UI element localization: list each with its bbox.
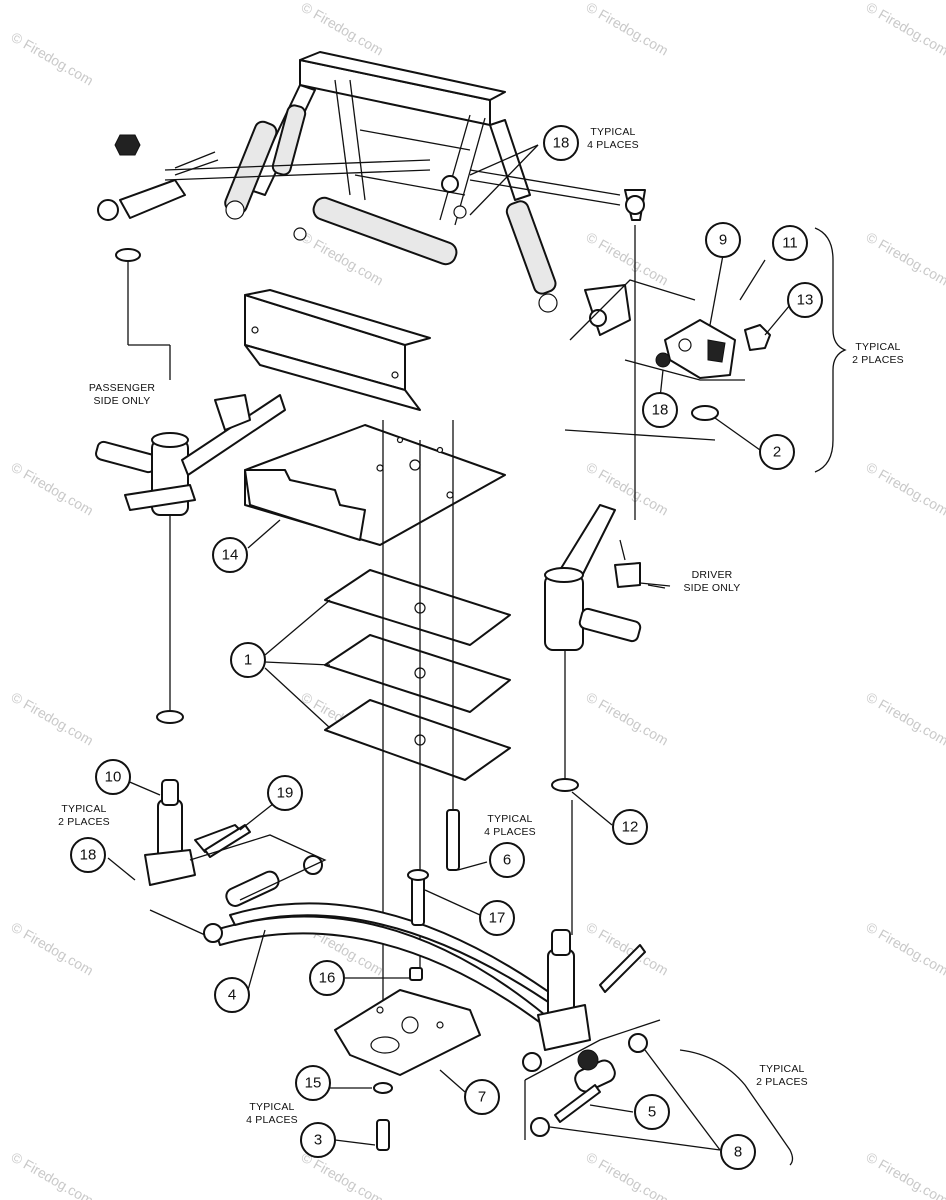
callout-label: 5 bbox=[648, 1104, 656, 1121]
bottom-plate-7 bbox=[334, 967, 481, 1151]
watermark: © Firedog.com bbox=[9, 919, 97, 979]
watermark: © Firedog.com bbox=[584, 0, 672, 59]
note-line: TYPICAL bbox=[487, 813, 532, 825]
typical-2-places-brace-bottom bbox=[679, 1049, 794, 1166]
shim-plate-14 bbox=[244, 424, 506, 546]
callout-8: 8 bbox=[720, 1134, 756, 1170]
note-line: 2 PLACES bbox=[852, 354, 904, 366]
note-line: 4 PLACES bbox=[484, 826, 536, 838]
callout-label: 6 bbox=[503, 852, 511, 869]
bolts bbox=[204, 809, 460, 926]
callout-label: 10 bbox=[105, 769, 122, 786]
callout-label: 12 bbox=[622, 819, 639, 836]
callout-label: 8 bbox=[734, 1144, 742, 1161]
callout-label: 3 bbox=[314, 1132, 322, 1149]
callout-6: 6 bbox=[489, 842, 525, 878]
callout-9: 9 bbox=[705, 222, 741, 258]
callout-12: 12 bbox=[612, 809, 648, 845]
callout-10: 10 bbox=[95, 759, 131, 795]
callout-label: 1 bbox=[244, 652, 252, 669]
watermark: © Firedog.com bbox=[864, 0, 946, 59]
callout-16: 16 bbox=[309, 960, 345, 996]
typical-2-places-brace-right bbox=[814, 227, 847, 473]
callout-13: 13 bbox=[787, 282, 823, 318]
driver-spindle bbox=[544, 504, 642, 651]
callout-label: 18 bbox=[652, 402, 669, 419]
callout-label: 2 bbox=[773, 444, 781, 461]
note-typical-2-places-bottom: TYPICAL 2 PLACES bbox=[756, 1063, 808, 1088]
note-line: SIDE ONLY bbox=[93, 395, 150, 407]
kingpin-driver bbox=[522, 778, 648, 1137]
callout-11: 11 bbox=[772, 225, 808, 261]
upper-frame-assembly bbox=[97, 51, 646, 313]
note-line: TYPICAL bbox=[61, 803, 106, 815]
note-line: PASSENGER bbox=[89, 382, 156, 394]
passenger-spindle bbox=[95, 394, 286, 516]
note-line: SIDE ONLY bbox=[683, 582, 740, 594]
mounting-channel bbox=[244, 289, 431, 411]
callout-7: 7 bbox=[464, 1079, 500, 1115]
callout-label: 17 bbox=[489, 910, 506, 927]
callout-label: 19 bbox=[277, 785, 294, 802]
callout-4: 4 bbox=[214, 977, 250, 1013]
callout-label: 16 bbox=[319, 970, 336, 987]
note-line: TYPICAL bbox=[855, 341, 900, 353]
mounting-bracket-9 bbox=[584, 284, 771, 421]
callout-19: 19 bbox=[267, 775, 303, 811]
watermark: © Firedog.com bbox=[864, 919, 946, 979]
watermark: © Firedog.com bbox=[864, 1149, 946, 1200]
note-line: 2 PLACES bbox=[756, 1076, 808, 1088]
watermark: © Firedog.com bbox=[9, 29, 97, 89]
watermark: © Firedog.com bbox=[584, 1149, 672, 1200]
callout-17: 17 bbox=[479, 900, 515, 936]
watermark: © Firedog.com bbox=[9, 689, 97, 749]
watermark: © Firedog.com bbox=[584, 689, 672, 749]
note-passenger-side-only: PASSENGER SIDE ONLY bbox=[89, 382, 156, 407]
watermark: © Firedog.com bbox=[864, 689, 946, 749]
callout-5: 5 bbox=[634, 1094, 670, 1130]
callout-18-right: 18 bbox=[642, 392, 678, 428]
watermark: © Firedog.com bbox=[299, 0, 387, 59]
callout-label: 7 bbox=[478, 1089, 486, 1106]
watermark: © Firedog.com bbox=[584, 229, 672, 289]
callout-label: 4 bbox=[228, 987, 236, 1004]
note-line: TYPICAL bbox=[249, 1101, 294, 1113]
note-line: TYPICAL bbox=[759, 1063, 804, 1075]
kingpin-10 bbox=[144, 710, 196, 886]
callout-15: 15 bbox=[295, 1065, 331, 1101]
note-typical-4-places-bottom: TYPICAL 4 PLACES bbox=[246, 1101, 298, 1126]
watermark: © Firedog.com bbox=[864, 459, 946, 519]
note-typical-4-places-middle: TYPICAL 4 PLACES bbox=[484, 813, 536, 838]
note-line: 4 PLACES bbox=[587, 139, 639, 151]
note-line: 4 PLACES bbox=[246, 1114, 298, 1126]
note-typical-2-places-left: TYPICAL 2 PLACES bbox=[58, 803, 110, 828]
callout-label: 11 bbox=[782, 235, 798, 252]
callout-2: 2 bbox=[759, 434, 795, 470]
note-driver-side-only: DRIVER SIDE ONLY bbox=[683, 569, 740, 594]
note-line: 2 PLACES bbox=[58, 816, 110, 828]
shim-plates-1 bbox=[324, 569, 511, 781]
callout-1: 1 bbox=[230, 642, 266, 678]
callout-label: 13 bbox=[797, 292, 814, 309]
note-typical-4-places-top: TYPICAL 4 PLACES bbox=[587, 126, 639, 151]
callout-3: 3 bbox=[300, 1122, 336, 1158]
watermark-layer: © Firedog.com © Firedog.com © Firedog.co… bbox=[9, 0, 946, 1200]
note-typical-2-places-right: TYPICAL 2 PLACES bbox=[852, 341, 904, 366]
callout-label: 18 bbox=[553, 135, 570, 152]
callout-label: 18 bbox=[80, 847, 97, 864]
watermark: © Firedog.com bbox=[9, 459, 97, 519]
leader-lines bbox=[107, 144, 791, 1151]
note-line: DRIVER bbox=[692, 569, 733, 581]
callout-18-top: 18 bbox=[543, 125, 579, 161]
watermark: © Firedog.com bbox=[864, 229, 946, 289]
callout-18-left: 18 bbox=[70, 837, 106, 873]
callout-label: 15 bbox=[305, 1075, 322, 1092]
callout-14: 14 bbox=[212, 537, 248, 573]
note-line: TYPICAL bbox=[590, 126, 635, 138]
callout-label: 14 bbox=[222, 547, 239, 564]
watermark: © Firedog.com bbox=[9, 1149, 97, 1200]
callout-label: 9 bbox=[719, 232, 727, 249]
outline-brackets bbox=[149, 279, 745, 1140]
